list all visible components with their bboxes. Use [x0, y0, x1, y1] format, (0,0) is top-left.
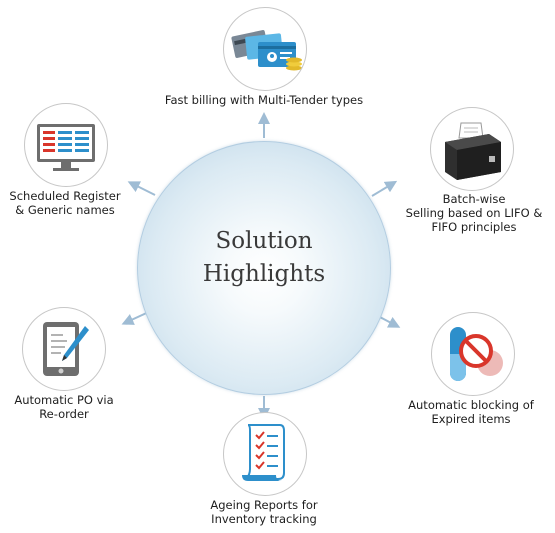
feature-label-batch-wise: Batch-wise Selling based on LIFO & FIFO … [405, 192, 543, 234]
expired-pill-blocked-icon [431, 312, 515, 396]
monitor-register-icon [24, 103, 108, 187]
center-circle: Solution Highlights [137, 141, 391, 395]
center-title-line2: Highlights [202, 261, 326, 287]
feature-label-scheduled-register: Scheduled Register & Generic names [9, 189, 121, 217]
feature-label-auto-po: Automatic PO via Re-order [14, 393, 114, 421]
report-scroll-icon [223, 412, 307, 496]
feature-label-ageing-reports: Ageing Reports for Inventory tracking [210, 498, 318, 526]
arrow-top-right [371, 180, 398, 197]
receipt-printer-icon [430, 107, 514, 191]
tablet-pen-icon [22, 307, 106, 391]
center-title-line1: Solution [215, 228, 313, 254]
feature-label-expired-items: Automatic blocking of Expired items [408, 398, 534, 426]
arrow-top-left [127, 181, 156, 196]
feature-label-multi-tender: Fast billing with Multi-Tender types [164, 93, 364, 107]
credit-cards-icon [223, 7, 307, 91]
